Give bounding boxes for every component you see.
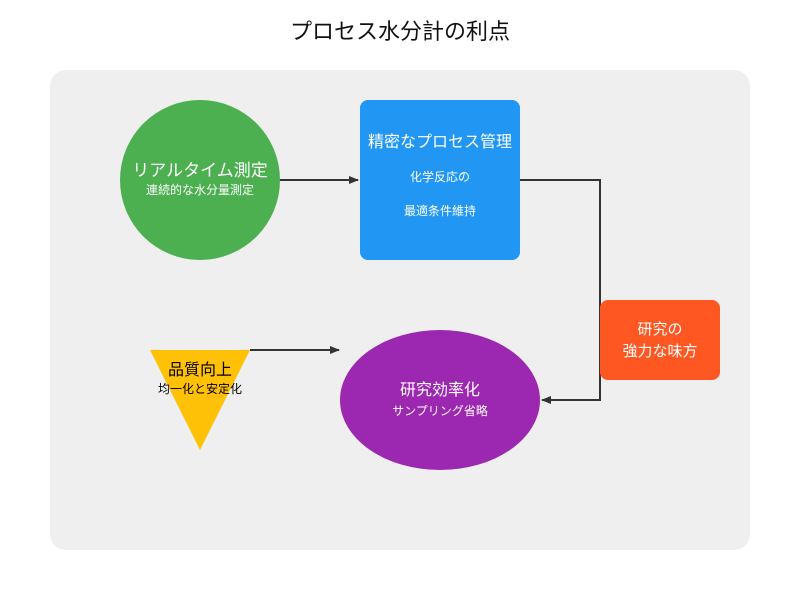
diagram-title: プロセス水分計の利点	[289, 20, 510, 45]
realtime-title: リアルタイム測定	[132, 161, 268, 181]
quality-triangle	[150, 350, 250, 450]
research-line2: 強力な味方	[622, 342, 698, 360]
research-ally-node: 研究の 強力な味方	[600, 300, 720, 380]
precise-process-control-node: 精密なプロセス管理 化学反応の 最適条件維持	[360, 100, 520, 260]
realtime-subtitle: 連続的な水分量測定	[145, 183, 254, 197]
quality-title: 品質向上	[167, 360, 232, 379]
realtime-measurement-node: リアルタイム測定 連続的な水分量測定	[120, 100, 280, 260]
precise-subtitle-line2: 最適条件維持	[403, 204, 476, 218]
research-line1: 研究の	[637, 320, 683, 338]
efficiency-subtitle: サンプリング省略	[392, 404, 488, 418]
quality-improvement-node: 品質向上 均一化と安定化	[100, 360, 300, 398]
arrow-precise-to-efficiency	[520, 179, 601, 404]
precise-subtitle-line1: 化学反応の	[409, 170, 470, 184]
precise-title: 精密なプロセス管理	[367, 132, 512, 151]
efficiency-title: 研究効率化	[399, 380, 480, 399]
quality-subtitle: 均一化と安定化	[157, 382, 242, 396]
research-efficiency-node: 研究効率化 サンプリング省略	[340, 330, 540, 470]
